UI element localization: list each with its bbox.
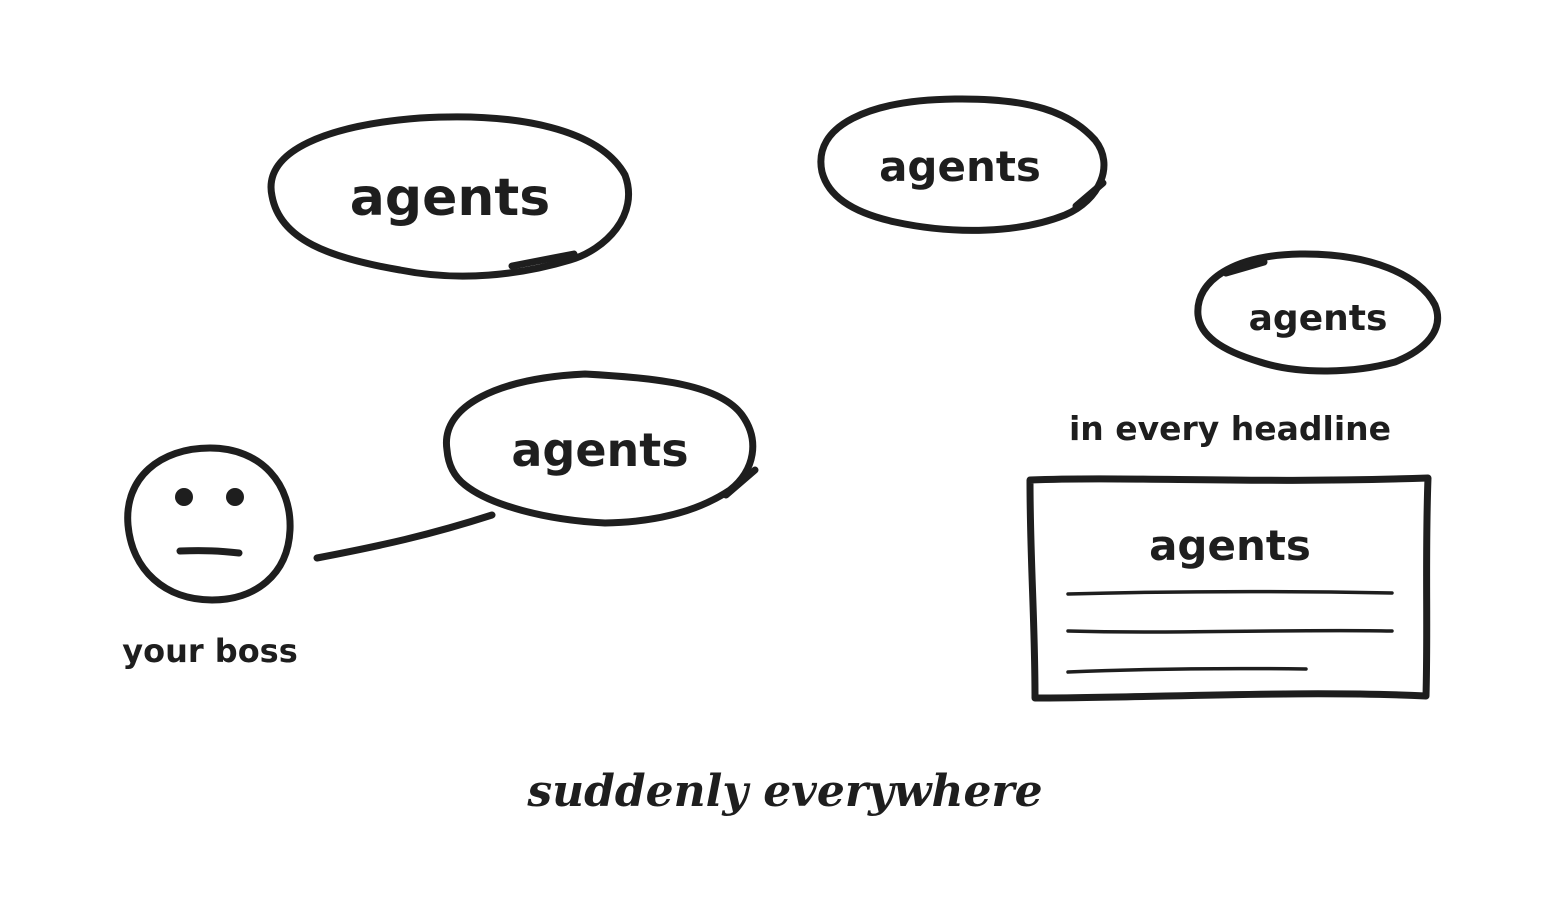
face-mouth: [176, 547, 243, 557]
card-text-line-2: [1066, 628, 1394, 634]
footer-caption: suddenly everywhere: [526, 766, 1042, 817]
bubble-label: agents: [879, 142, 1041, 191]
headline-caption: in every headline: [1069, 409, 1391, 448]
bubble-label: agents: [1249, 298, 1388, 339]
face-left-eye: [175, 488, 193, 506]
agents-bubble-right: agents: [1194, 250, 1442, 375]
face-outline: [124, 444, 294, 604]
bubble-label: agents: [511, 423, 688, 477]
speech-connector-line: [313, 511, 496, 562]
bubble-overlap-stroke: [1072, 179, 1107, 210]
card-text-line-1: [1066, 589, 1394, 596]
bubble-overlap-stroke: [1222, 258, 1268, 277]
bubble-outline: [1194, 250, 1442, 375]
bubble-outline: [817, 95, 1108, 234]
card-border: [1026, 474, 1432, 702]
card-title: agents: [1149, 521, 1311, 570]
bubble-overlap-stroke: [508, 250, 578, 270]
headline-card: agents: [1026, 474, 1432, 702]
agents-bubble-top-left: agents: [267, 113, 633, 280]
boss-label: your boss: [122, 632, 298, 670]
agents-bubble-top-center: agents: [817, 95, 1108, 234]
boss-face: [124, 444, 294, 604]
face-right-eye: [226, 488, 244, 506]
agents-speech-bubble: agents: [442, 370, 759, 527]
bubble-overlap-stroke: [722, 466, 759, 499]
card-text-line-3: [1066, 666, 1308, 674]
bubble-outline: [267, 113, 633, 280]
bubble-label: agents: [350, 168, 550, 228]
